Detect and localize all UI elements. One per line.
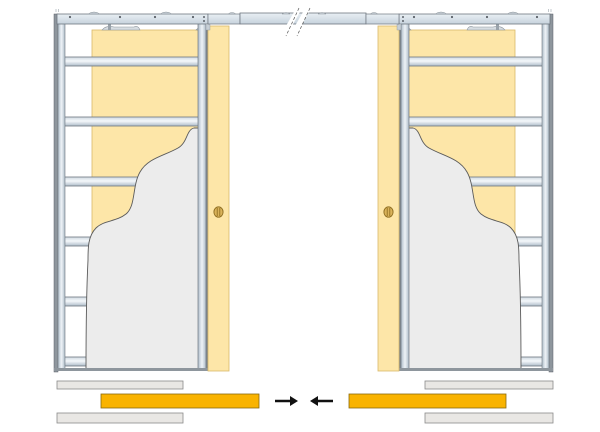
plan-door-left (100, 393, 260, 409)
right-pocket-frame (377, 8, 554, 373)
plan-wall-left-top (56, 380, 184, 390)
plan-door-right (348, 393, 507, 409)
plan-wall-left-bottom (56, 412, 184, 424)
left-pocket-frame (53, 8, 230, 373)
arrow-right-icon (275, 396, 298, 406)
arrow-left-icon (310, 396, 333, 406)
plan-view (56, 380, 554, 424)
break-mark-icon (285, 7, 311, 37)
header-beam (207, 7, 400, 37)
plan-wall-right-bottom (424, 412, 554, 424)
plan-wall-right-top (424, 380, 554, 390)
